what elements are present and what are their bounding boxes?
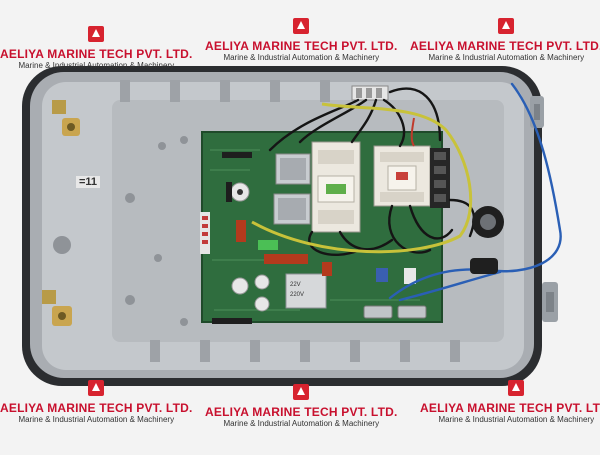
watermark-bottom-right: AELIYA MARINE TECH PVT. LTD. Marine & In… [420,380,600,424]
top-connector [351,85,389,101]
black-wires [268,87,476,257]
brand-logo-icon [88,380,105,396]
brand-logo-icon [498,18,515,34]
brand-logo-icon [88,26,105,42]
brass-hinge-top [52,100,80,136]
contactor-left [311,141,361,233]
enclosure-label: =11 [76,176,101,188]
terminal-block [430,148,450,208]
latch-right-top [530,96,544,128]
watermark-top-left: AELIYA MARINE TECH PVT. LTD. Marine & In… [0,26,193,70]
watermark-top-center: AELIYA MARINE TECH PVT. LTD. Marine & In… [205,18,398,62]
brand-logo-icon [293,18,310,34]
latch-right-bottom [542,282,558,322]
brass-hinge-bottom [42,290,72,326]
cable-gland [470,206,504,274]
brand-logo-icon [293,384,310,400]
svg-text:22V: 22V [290,282,301,288]
blue-wires [388,82,562,302]
contactor-right [373,145,431,207]
brand-logo-icon [508,380,525,396]
red-wire [410,117,415,147]
watermark-top-right: AELIYA MARINE TECH PVT. LTD. Marine & In… [410,18,600,62]
yellow-green-wire [251,102,473,254]
watermark-bottom-center: AELIYA MARINE TECH PVT. LTD. Marine & In… [205,384,398,428]
svg-text:220V: 220V [290,292,304,298]
watermark-bottom-left: AELIYA MARINE TECH PVT. LTD. Marine & In… [0,380,193,424]
